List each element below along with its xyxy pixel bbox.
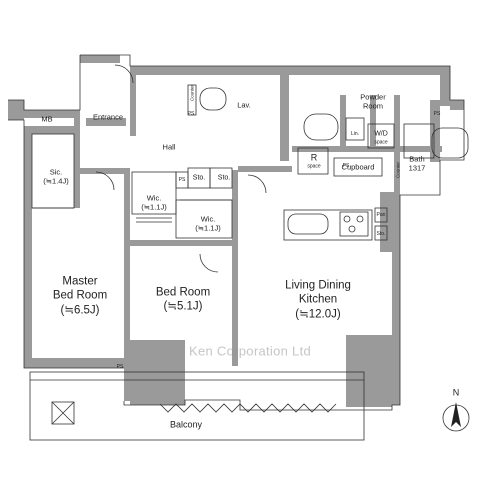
sic-label: Sic.(≒1.4J) (43, 167, 69, 186)
sto-label-3: Sto. (376, 230, 386, 237)
entrance-label: Entrance (92, 112, 124, 122)
hall-label: Hall (162, 142, 176, 152)
wic-label-1: Wic.(≒1.1J) (141, 193, 167, 212)
pan-label: Pan (376, 211, 386, 218)
lin-label: Lin. (350, 130, 360, 137)
watermark: Ken Corporation Ltd (188, 343, 312, 359)
ps-label-1: PS (178, 176, 186, 183)
ps-label-3: PS (342, 162, 350, 169)
sto-label-1: Sto. (192, 174, 206, 182)
mb-label: MB (41, 114, 53, 124)
compass-icon (442, 402, 470, 432)
ps-label-2: PS (187, 110, 195, 117)
lav-label: Lav. (237, 100, 251, 110)
balcony-label: Balcony (169, 419, 203, 430)
wic-label-2: Wic.(≒1.1J) (195, 214, 221, 233)
walls (8, 55, 464, 407)
bed-room-label: Bed Room(≒5.1J) (155, 286, 211, 313)
ps-label-4: PS (433, 110, 441, 117)
outlines (8, 54, 469, 441)
counter-label-2: Counter (395, 161, 401, 179)
ps-label-5: PS (116, 363, 124, 370)
counter-label-1: Counter (189, 84, 195, 102)
sto-label-2: Sto. (217, 174, 231, 182)
cupboard-label: Cupboard (341, 162, 375, 172)
north-label: N (452, 387, 460, 398)
